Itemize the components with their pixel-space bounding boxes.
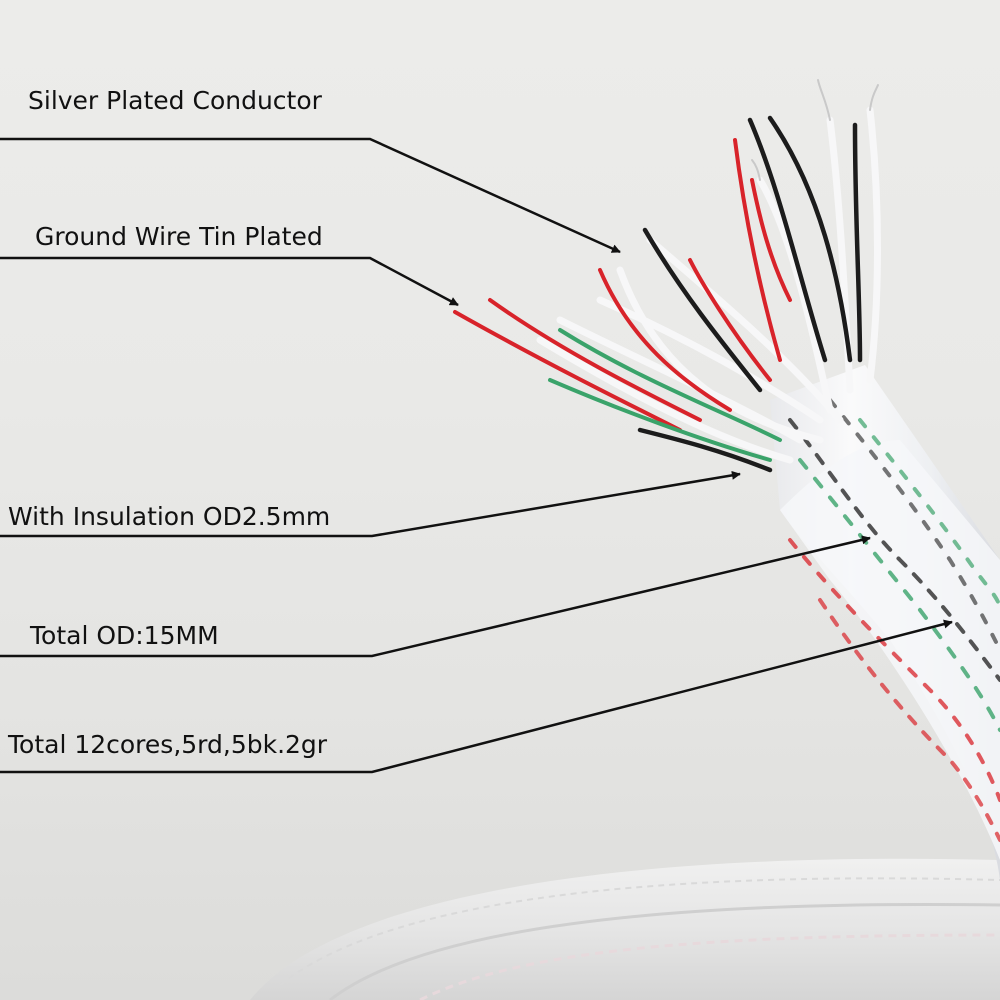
callout-total-od: Total OD:15MM	[30, 621, 219, 650]
callout-insulation-od: With Insulation OD2.5mm	[8, 502, 331, 531]
callout-line-insulation	[0, 470, 741, 538]
callout-line-total-od	[0, 535, 871, 658]
callout-line-silver	[0, 137, 621, 254]
callout-lines	[0, 137, 953, 774]
callout-ground-wire-tin-plated: Ground Wire Tin Plated	[35, 222, 323, 251]
callout-line-ground	[0, 256, 459, 307]
cable-jacket	[770, 365, 1000, 880]
callout-line-cores	[0, 619, 953, 774]
exposed-wires	[453, 79, 881, 473]
callout-total-cores: Total 12cores,5rd,5bk.2gr	[8, 730, 328, 759]
cable-coil-background	[250, 858, 1000, 1000]
callout-silver-plated-conductor: Silver Plated Conductor	[28, 86, 322, 115]
